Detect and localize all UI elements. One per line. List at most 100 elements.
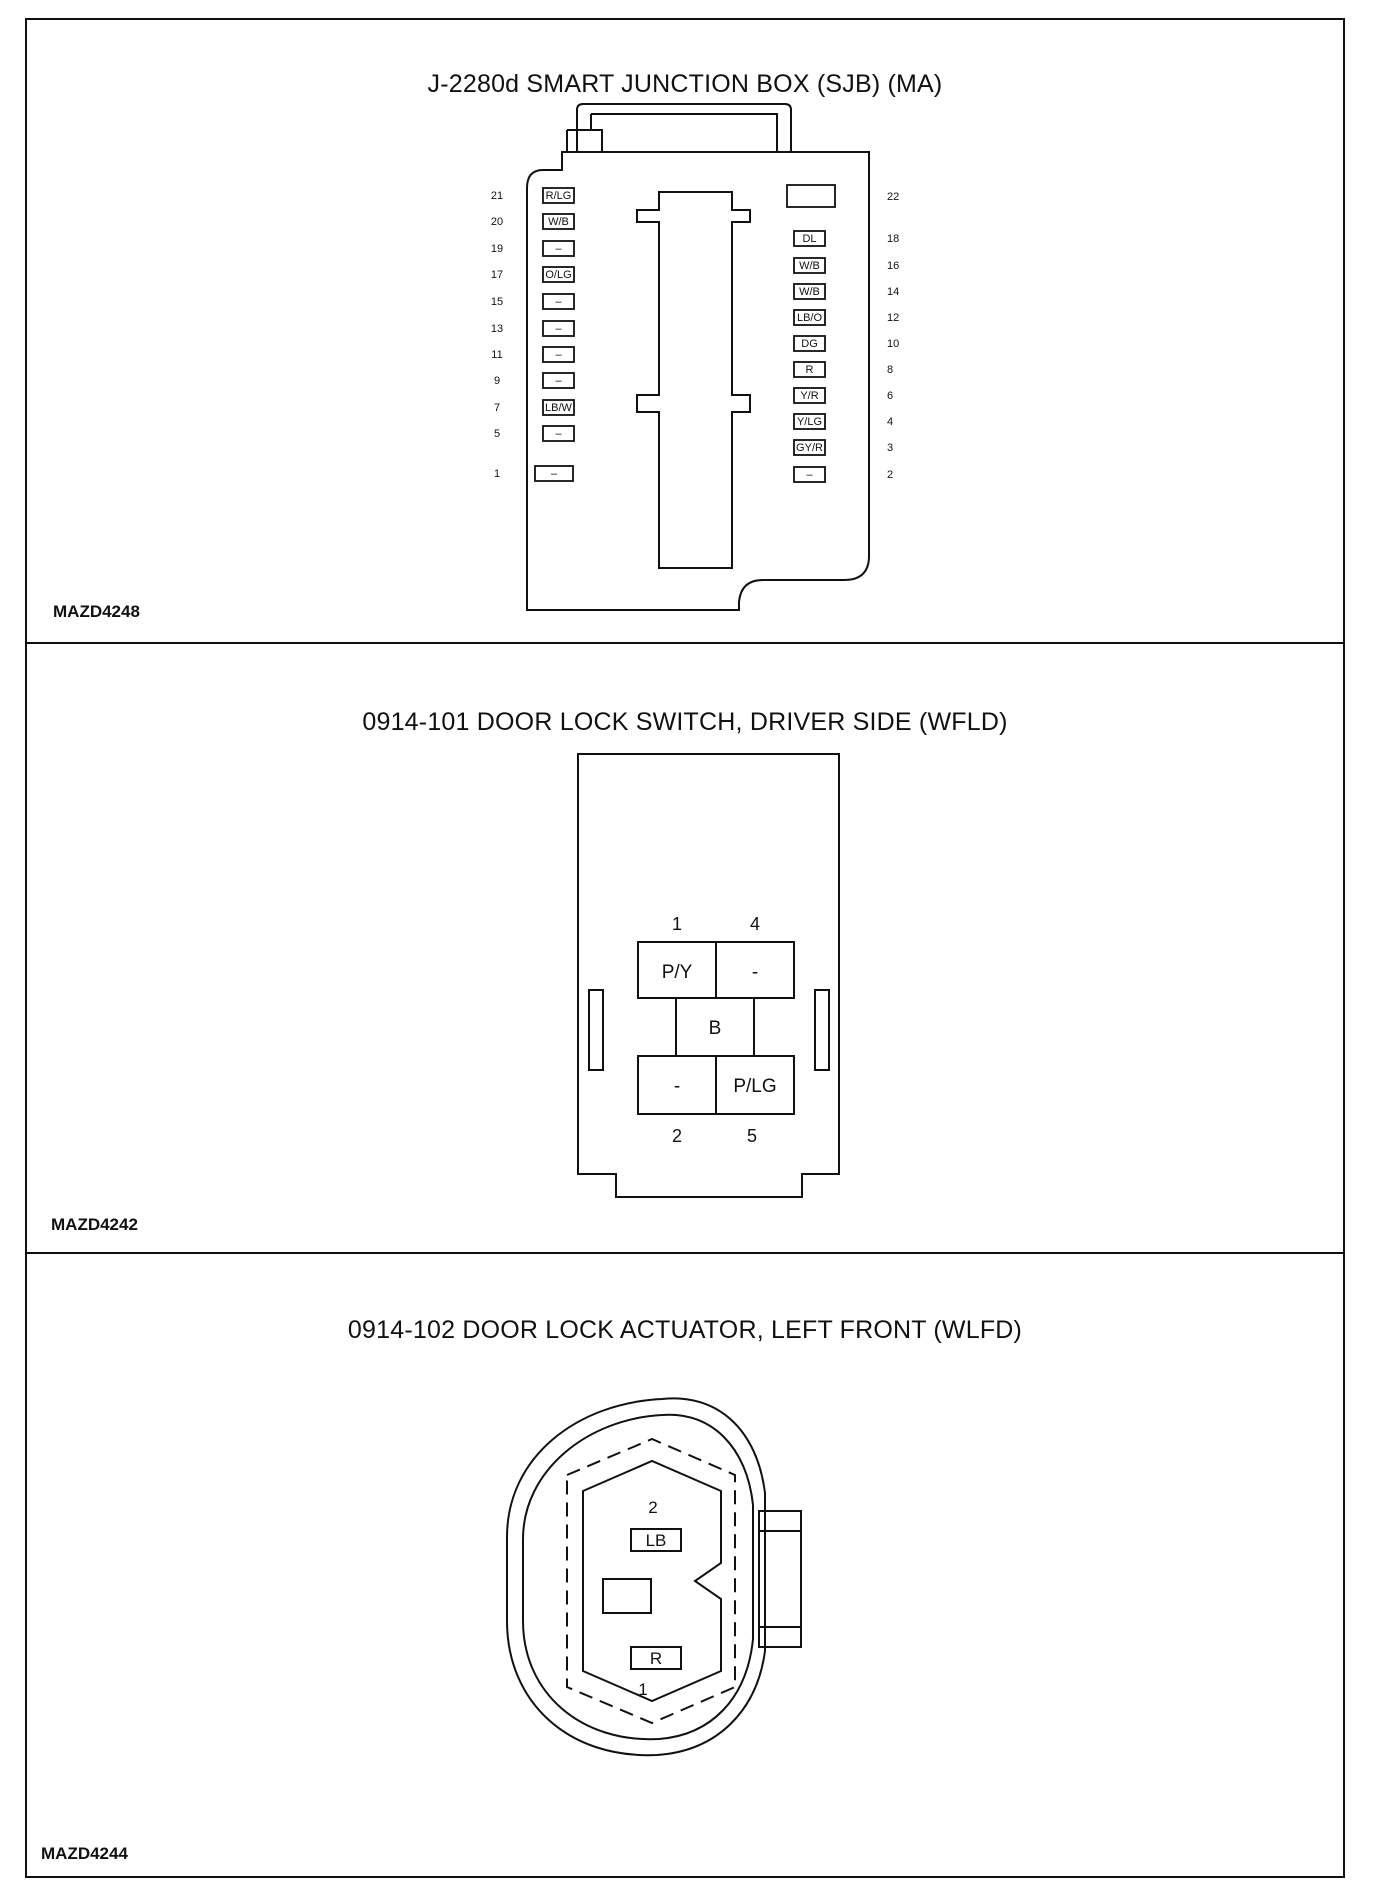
pin-number: 10 (887, 338, 899, 350)
pin-number: 5 (494, 428, 500, 440)
pin-number: 14 (887, 286, 899, 298)
pin-number: 2 (887, 469, 893, 481)
pin-number: 8 (887, 364, 893, 376)
diagram-code: MAZD4248 (53, 602, 140, 621)
sjb-cavity (793, 309, 826, 326)
left-latch-slot (588, 989, 604, 1071)
switch-cavity-1 (637, 941, 717, 999)
diagram-code: MAZD4242 (51, 1215, 138, 1234)
pin-number: 1 (638, 1680, 647, 1699)
pin-number: 15 (491, 296, 503, 308)
pin-wire-label: – (806, 469, 813, 481)
pin-number: 3 (887, 442, 893, 454)
sjb-center-key (636, 191, 751, 569)
actuator-terminal-body (582, 1459, 722, 1703)
switch-cavity-5 (715, 1055, 795, 1115)
pin-wire-label: – (555, 296, 562, 308)
pin-wire-label: – (555, 323, 562, 335)
diagram-code: MAZD4244 (41, 1844, 128, 1863)
pin-number: 4 (750, 914, 760, 934)
switch-cavity-4 (715, 941, 795, 999)
sjb-cavity (542, 425, 575, 442)
pin-wire-label: O/LG (545, 269, 571, 281)
sjb-latch-inner (591, 113, 778, 152)
sjb-cavity (534, 465, 574, 482)
pin-number: 11 (491, 349, 502, 361)
sjb-connector-diagram: R/LG21W/B20–19O/LG17–15–13–11–9LB/W7–5–1… (491, 103, 899, 611)
sjb-pin-15: – 15 (491, 293, 575, 310)
sjb-pin-13: – 13 (491, 320, 575, 337)
page-frame: J-2280d SMART JUNCTION BOX (SJB) (MA) R/… (25, 18, 1345, 1878)
pin-wire-label: W/B (799, 260, 820, 272)
sjb-pin-19: –19 (491, 240, 575, 257)
pin-number: 17 (491, 269, 503, 281)
sjb-cavity (793, 387, 826, 404)
pin-wire-label: DL (802, 233, 816, 245)
pin-number: 18 (887, 233, 899, 245)
panel-title: J-2280d SMART JUNCTION BOX (SJB) (MA) (427, 70, 943, 98)
sjb-pin-18: DL 18 (793, 230, 899, 247)
actuator-seal-dashed (566, 1437, 736, 1725)
sjb-pin-1: –1 (494, 465, 574, 482)
sjb-cavity (793, 257, 826, 274)
pin-wire-label: GY/R (796, 442, 823, 454)
switch-housing-outline (577, 753, 840, 1198)
pin-wire-label: - (752, 962, 758, 983)
actuator-cavity-2 (630, 1528, 682, 1552)
pin-wire-label: R/LG (546, 190, 572, 202)
switch-cavity-2 (637, 1055, 717, 1115)
door-lock-actuator-panel: 0914-102 DOOR LOCK ACTUATOR, LEFT FRONT … (27, 1252, 1343, 1878)
pin-number: 6 (887, 390, 893, 402)
pin-wire-label: DG (801, 338, 818, 350)
sjb-pin-12: LB/O 12 (793, 309, 899, 326)
pin-wire-label: P/LG (733, 1076, 776, 1097)
pin-number: 7 (494, 402, 500, 414)
sjb-cavity (542, 320, 575, 337)
pin-number: 13 (491, 323, 503, 335)
sjb-pin-17: O/LG 17 (491, 266, 575, 283)
sjb-cavity (542, 346, 575, 363)
pin-number: 1 (672, 914, 682, 934)
pin-wire-label: LB (646, 1531, 667, 1550)
pin-wire-label: – (555, 375, 562, 387)
sjb-pin-22: 22 (786, 184, 899, 208)
pin-number: 20 (491, 216, 503, 228)
panel-title: 0914-101 DOOR LOCK SWITCH, DRIVER SIDE (… (362, 708, 1008, 736)
sjb-panel: J-2280d SMART JUNCTION BOX (SJB) (MA) R/… (27, 20, 1343, 642)
actuator-inner-housing (522, 1413, 754, 1741)
sjb-cavity (542, 213, 575, 230)
pin-wire-label: – (555, 243, 562, 255)
actuator-side-tab (758, 1510, 802, 1648)
sjb-housing-outline (526, 103, 870, 611)
pin-wire-label: P/Y (662, 962, 693, 983)
sjb-pin-7: LB/W 7 (494, 399, 575, 416)
sjb-cavity (542, 293, 575, 310)
sjb-pin-5: –5 (494, 425, 575, 442)
pin-wire-label: R (806, 364, 814, 376)
sjb-cavity (542, 187, 575, 204)
pin-number: 2 (648, 1498, 657, 1517)
pin-wire-label: Y/LG (797, 416, 822, 428)
sjb-cavity (542, 372, 575, 389)
sjb-pin-9: –9 (494, 372, 575, 389)
sjb-pin-14: W/B 14 (793, 283, 899, 300)
sjb-cavity (793, 466, 826, 483)
actuator-key-block (602, 1578, 652, 1614)
sjb-cavity (793, 439, 826, 456)
pin-number: 9 (494, 375, 500, 387)
actuator-connector-diagram: LB R 2 1 (506, 1397, 802, 1757)
pin-wire-label: LB/W (545, 402, 573, 414)
pin-wire-label: W/B (799, 286, 820, 298)
sjb-pin-10: DG 10 (793, 335, 899, 352)
pin-number: 21 (491, 190, 503, 202)
sjb-pin-20: W/B20 (491, 213, 575, 230)
sjb-pin-2: –2 (793, 466, 893, 483)
pin-wire-label: LB/O (797, 312, 823, 324)
pin-wire-label: - (674, 1076, 680, 1097)
pin-number: 1 (494, 468, 500, 480)
pin-number: 12 (887, 312, 899, 324)
